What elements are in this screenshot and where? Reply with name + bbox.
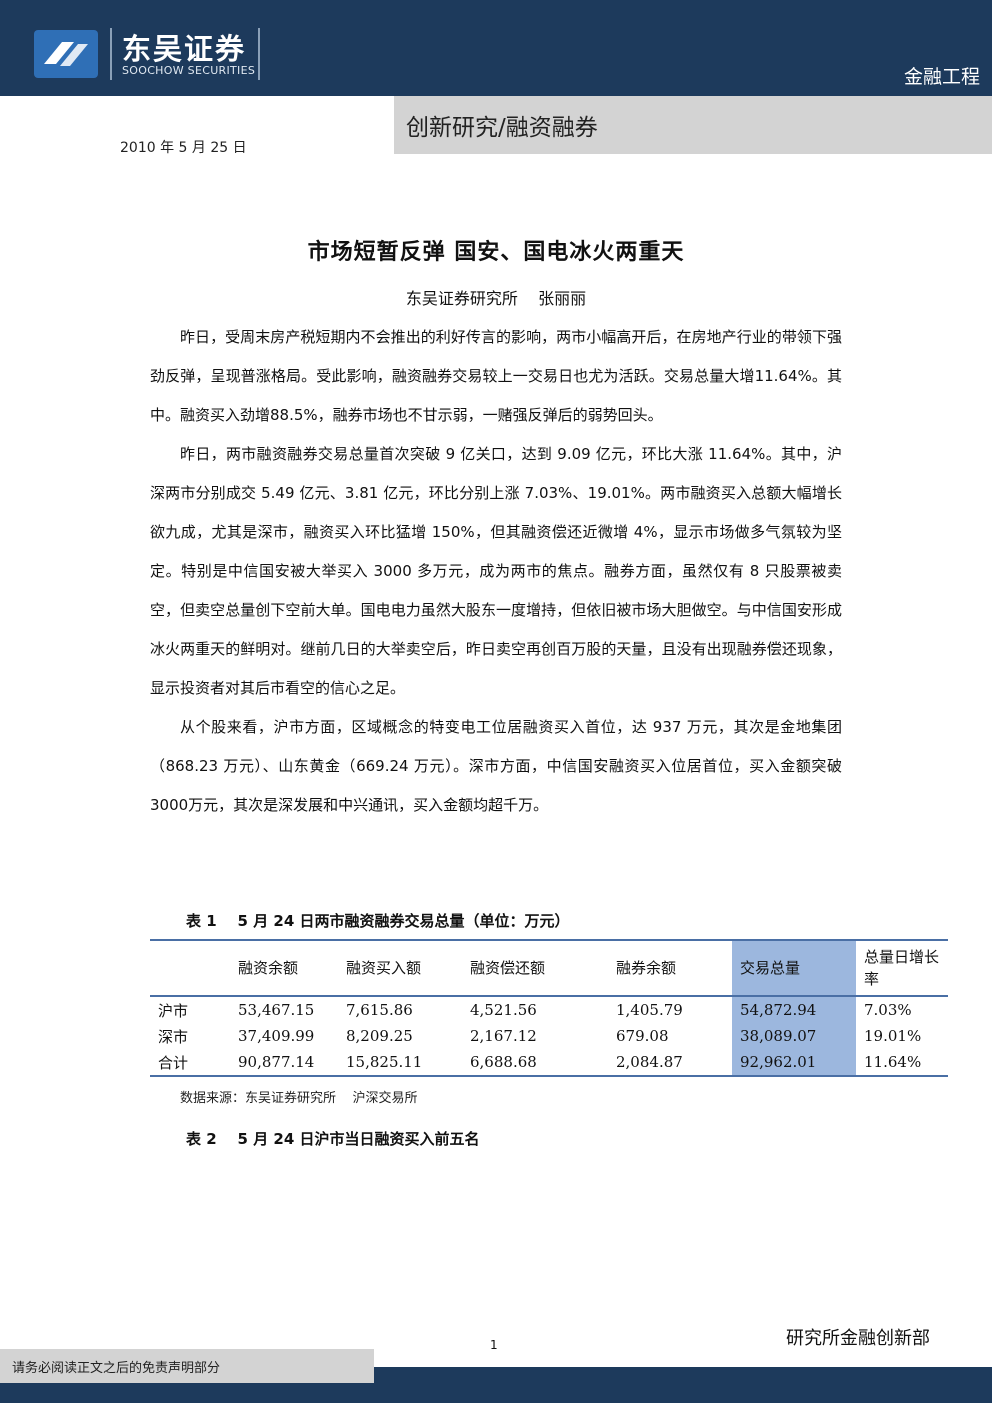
table-cell: 2,167.12 — [470, 1027, 537, 1045]
logo-divider — [110, 28, 112, 80]
column-header: 总量日增长率 — [864, 948, 940, 988]
table-cell: 4,521.56 — [470, 1001, 537, 1019]
table-cell: 沪市 — [158, 1001, 189, 1020]
paragraph: 昨日，受周末房产税短期内不会推出的利好传言的影响，两市小幅高开后，在房地产行业的… — [150, 328, 842, 424]
table-cell: 11.64% — [864, 1053, 922, 1071]
column-header: 融资买入额 — [346, 959, 422, 977]
table-cell: 90,877.14 — [238, 1053, 315, 1071]
table2-caption: 表 2 5 月 24 日沪市当日融资买入前五名 — [186, 1130, 480, 1148]
table-cell: 15,825.11 — [346, 1053, 423, 1071]
paragraph: 昨日，两市融资融券交易总量首次突破 9 亿关口，达到 9.09 亿元，环比大涨 … — [150, 445, 842, 697]
table-cell: 679.08 — [616, 1027, 669, 1045]
table-cell: 8,209.25 — [346, 1027, 413, 1045]
department-label: 研究所金融创新部 — [786, 1328, 930, 1349]
table1-caption: 表 1 5 月 24 日两市融资融券交易总量（单位：万元） — [186, 912, 570, 930]
logo-text: 东吴证券 — [122, 32, 247, 66]
column-header: 融资余额 — [238, 959, 299, 977]
table1-source: 数据来源：东吴证券研究所 沪深交易所 — [180, 1091, 418, 1106]
table-cell: 7.03% — [864, 1001, 912, 1019]
column-header: 融资偿还额 — [470, 959, 546, 977]
report-date: 2010 年 5 月 25 日 — [120, 140, 247, 156]
report-body: 昨日，受周末房产税短期内不会推出的利好传言的影响，两市小幅高开后，在房地产行业的… — [150, 318, 842, 825]
table-cell: 19.01% — [864, 1027, 922, 1045]
table-cell: 92,962.01 — [732, 1049, 856, 1076]
table-header-row: 融资余额 融资买入额 融资偿还额 融券余额 交易总量 总量日增长率 — [150, 940, 948, 996]
paragraph: 从个股来看，沪市方面，区域概念的特变电工位居融资买入首位，达 937 万元，其次… — [150, 718, 842, 814]
table-cell: 合计 — [158, 1053, 189, 1072]
table-row: 合计 90,877.14 15,825.11 6,688.68 2,084.87… — [150, 1049, 948, 1076]
byline: 东吴证券研究所 张丽丽 — [405, 289, 587, 308]
header-bar: 东吴证券 SOOCHOW SECURITIES 金融工程 — [0, 0, 992, 96]
report-title: 市场短暂反弹 国安、国电冰火两重天 — [307, 239, 685, 265]
table-cell: 54,872.94 — [732, 996, 856, 1023]
logo-divider-right — [258, 28, 260, 80]
sector-label: 金融工程 — [903, 66, 980, 88]
logo-subtext: SOOCHOW SECURITIES — [122, 64, 256, 77]
table-cell: 6,688.68 — [470, 1053, 537, 1071]
table-cell: 2,084.87 — [616, 1053, 683, 1071]
disclaimer-banner: 请务必阅读正文之后的免责声明部分 — [0, 1349, 374, 1383]
table-cell: 38,089.07 — [732, 1023, 856, 1049]
column-header: 融券余额 — [616, 959, 677, 977]
table-cell: 7,615.86 — [346, 1001, 413, 1019]
margin-trading-table: 融资余额 融资买入额 融资偿还额 融券余额 交易总量 总量日增长率 沪市 53,… — [150, 939, 948, 1077]
soochow-logo-icon — [34, 30, 98, 78]
table-cell: 53,467.15 — [238, 1001, 315, 1019]
column-header — [150, 940, 230, 996]
table-row: 深市 37,409.99 8,209.25 2,167.12 679.08 38… — [150, 1023, 948, 1049]
table-cell: 37,409.99 — [238, 1027, 315, 1045]
table-row: 沪市 53,467.15 7,615.86 4,521.56 1,405.79 … — [150, 996, 948, 1023]
section-banner: 创新研究/融资融券 — [394, 96, 992, 154]
table-cell: 1,405.79 — [616, 1001, 683, 1019]
disclaimer-text: 请务必阅读正文之后的免责声明部分 — [12, 1361, 221, 1376]
column-header: 交易总量 — [732, 940, 856, 996]
section-title: 创新研究/融资融券 — [406, 115, 598, 141]
table-cell: 深市 — [158, 1027, 189, 1046]
page-number: 1 — [490, 1338, 498, 1352]
